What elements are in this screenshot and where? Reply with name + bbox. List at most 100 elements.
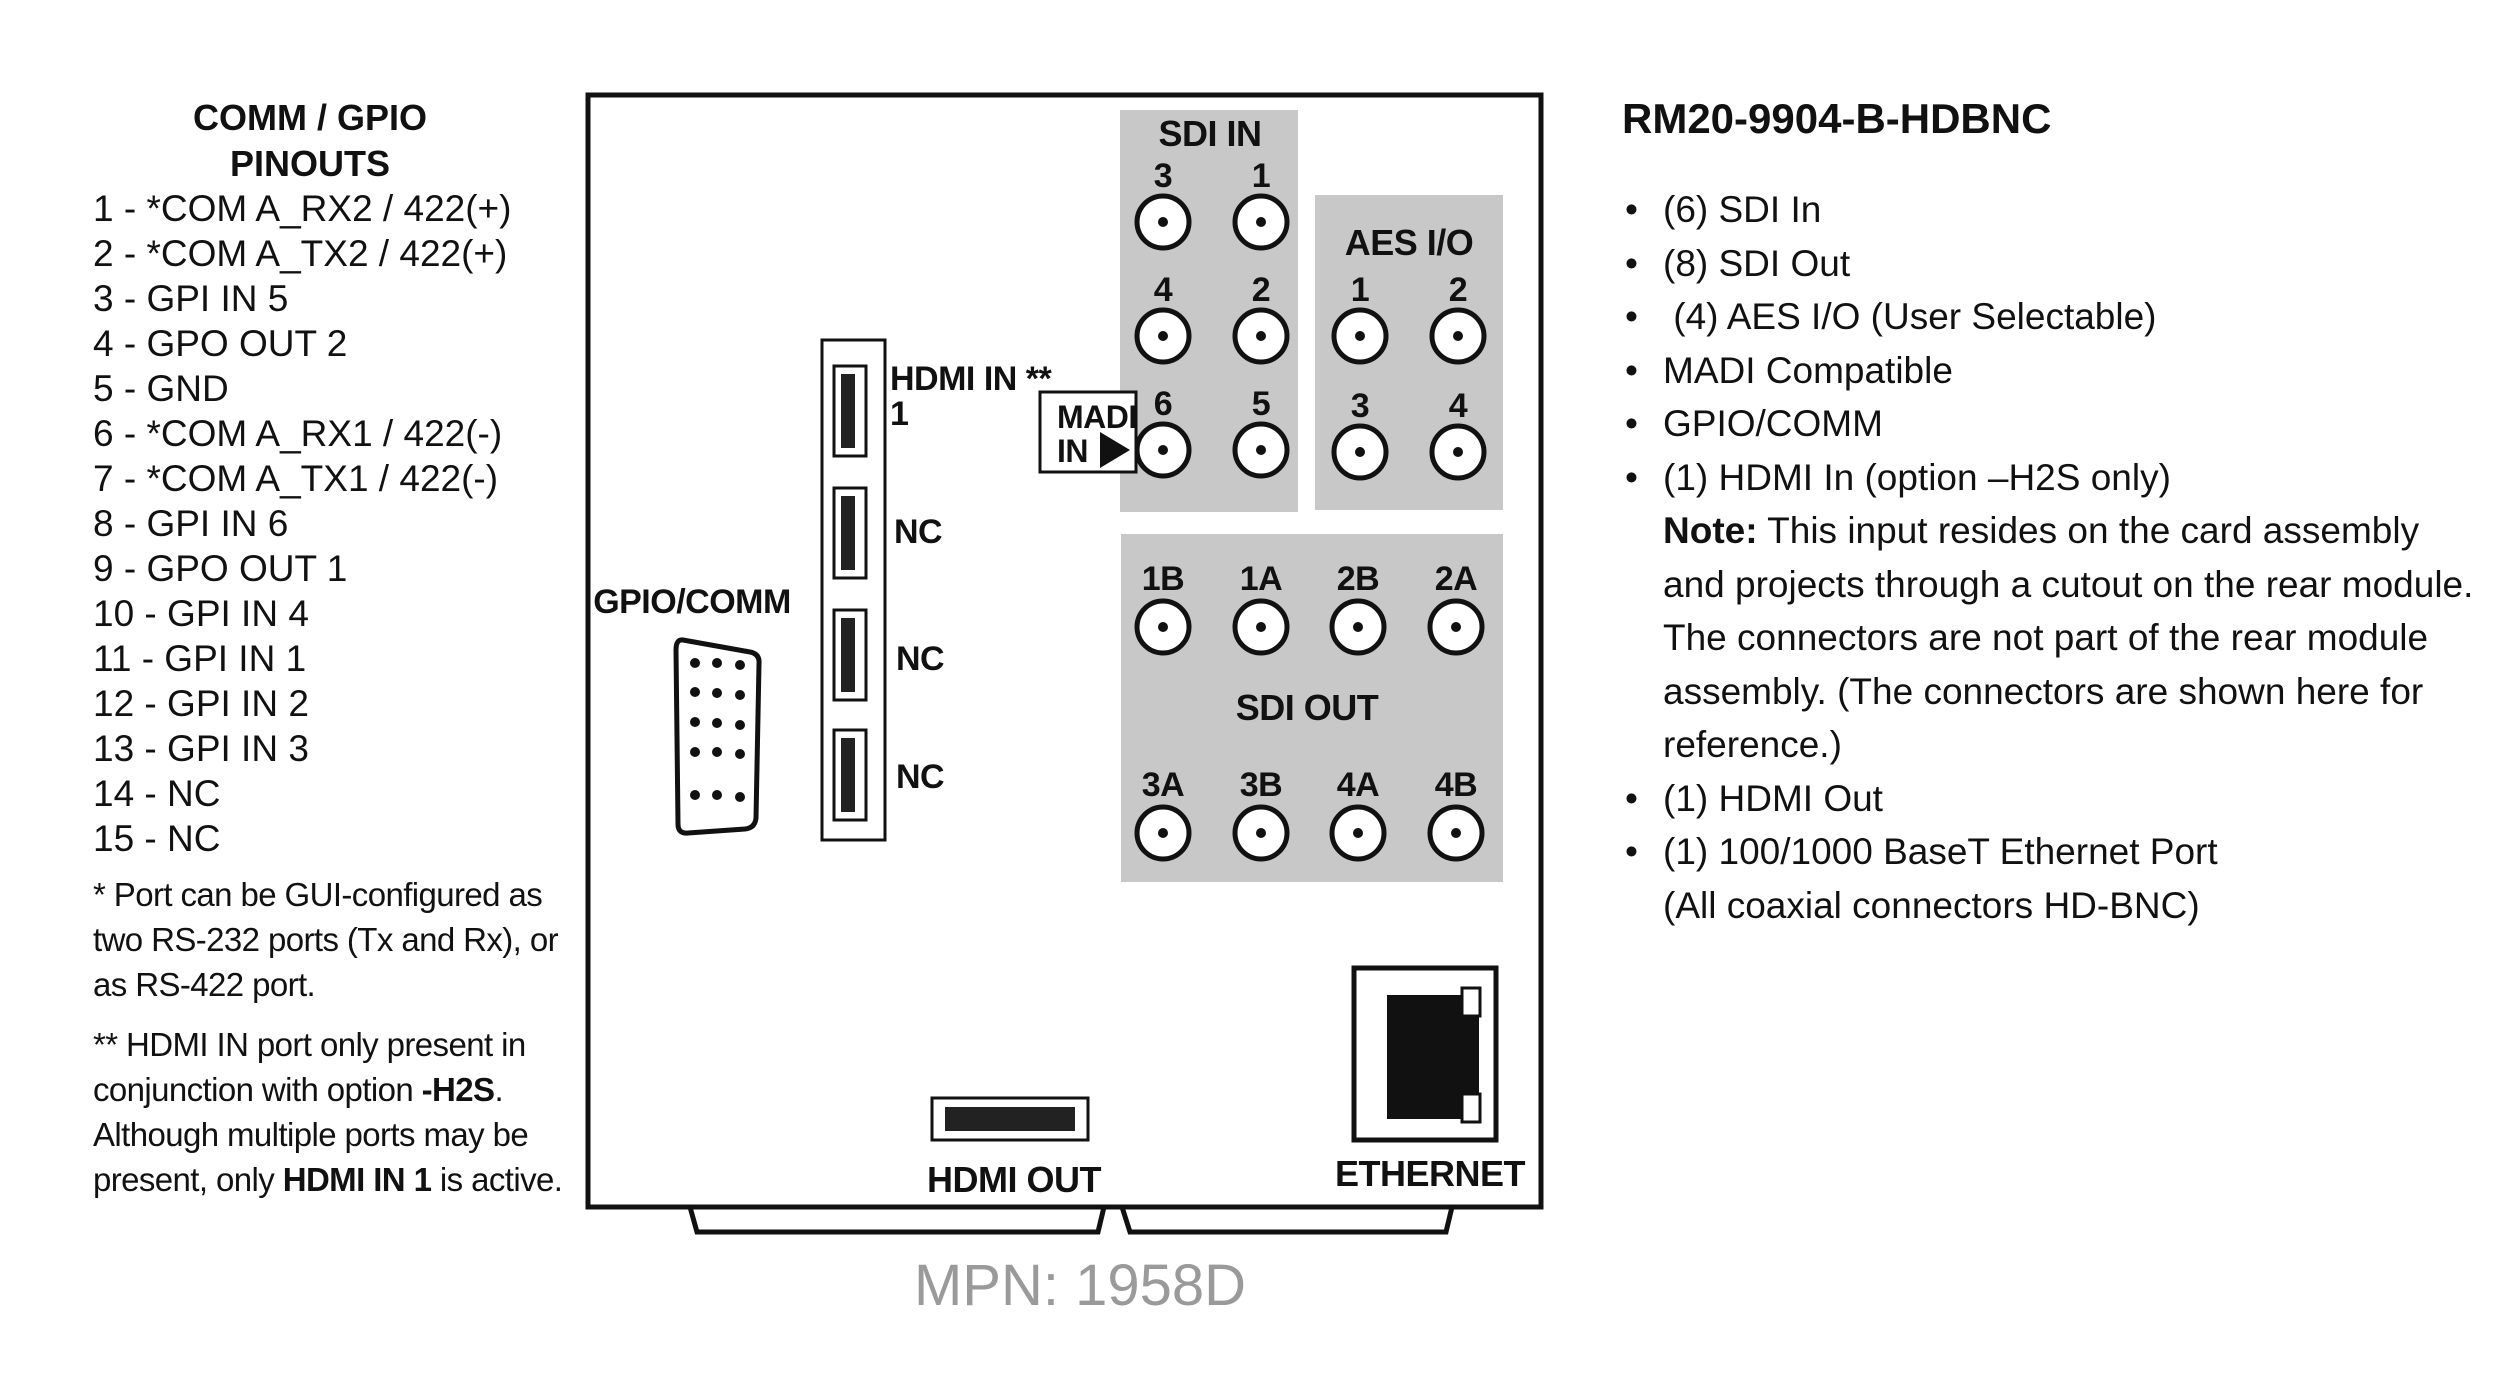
spec-item: (8) SDI Out — [1625, 237, 2485, 291]
ethernet-label: ETHERNET — [1335, 1153, 1526, 1194]
sdi-out-connector-label: 1B — [1142, 560, 1184, 598]
spec-item: MADI Compatible — [1625, 344, 2485, 398]
pinout-item: 11 - GPI IN 1 — [93, 638, 307, 679]
mpn-label: MPN: 1958D — [913, 1253, 1247, 1318]
sdi-out-connector: 4A — [1329, 766, 1387, 862]
madi-label-box — [1038, 390, 1138, 474]
sdi-in-connector-label: 5 — [1252, 385, 1270, 423]
hdmi-note-text: ** HDMI IN port only present in conjunct… — [93, 1026, 526, 1108]
hdmi-in-number: 1 — [890, 395, 908, 433]
pinouts-title: COMM / GPIO PINOUTS — [60, 95, 560, 187]
pinout-item: 4 - GPO OUT 2 — [93, 323, 348, 364]
sdi-out-connector: 1A — [1232, 560, 1290, 656]
gpio-comm-label: GPIO/COMM — [593, 583, 791, 621]
pinout-item: 9 - GPO OUT 1 — [93, 548, 348, 589]
sdi-out-connector: 4B — [1427, 766, 1485, 862]
aes-connectors: 1 2 3 4 — [1331, 271, 1487, 481]
pinout-item: 10 - GPI IN 4 — [93, 593, 309, 634]
pinout-list: 1 - *COM A_RX2 / 422(+) 2 - *COM A_TX2 /… — [93, 186, 511, 861]
spec-note-text: This input resides on the card assembly … — [1663, 510, 2474, 765]
madi-in-label: IN — [1057, 433, 1088, 469]
panel-rail-left — [687, 1206, 1107, 1235]
sdi-out-connector-label: 3B — [1240, 766, 1282, 804]
hdmi-out-label: HDMI OUT — [927, 1159, 1101, 1200]
pinout-item: 12 - GPI IN 2 — [93, 683, 309, 724]
sdi-in-connector-label: 2 — [1252, 271, 1270, 309]
sdi-in-connector: 3 — [1134, 157, 1192, 251]
pinouts-title-line2: PINOUTS — [229, 143, 390, 184]
sdi-out-connector: 2B — [1329, 560, 1387, 656]
sdi-in-connector: 2 — [1232, 271, 1290, 365]
spec-item: (1) HDMI Out — [1625, 772, 2485, 826]
pinout-item: 13 - GPI IN 3 — [93, 728, 309, 769]
aes-connector: 4 — [1429, 387, 1487, 481]
sdi-out-connector-label: 1A — [1240, 560, 1282, 598]
hdmi-in-note: ** HDMI IN port only present in conjunct… — [93, 1022, 593, 1202]
hdmi-in-port-3-slot — [841, 618, 855, 692]
pinout-item: 8 - GPI IN 6 — [93, 503, 289, 544]
sdi-in-connector: 4 — [1134, 271, 1192, 365]
aes-connector: 3 — [1331, 387, 1389, 481]
sdi-in-label: SDI IN — [1158, 113, 1261, 154]
pinout-item: 15 - NC — [93, 818, 221, 859]
ethernet-port — [1351, 965, 1499, 1143]
hdmi-in-port-4-slot — [841, 738, 855, 812]
pinout-item: 1 - *COM A_RX2 / 422(+) — [93, 188, 512, 229]
pinout-item: 3 - GPI IN 5 — [93, 278, 289, 319]
spec-item: (6) SDI In — [1625, 183, 2485, 237]
panel-rail-right — [1119, 1206, 1455, 1235]
hdmi-note-text: . Although multiple ports may be present… — [93, 1071, 529, 1198]
spec-note-label: Note: — [1663, 510, 1758, 551]
spec-item: (1) HDMI In (option –H2S only) — [1625, 451, 2485, 505]
sdi-out-connector: 3B — [1232, 766, 1290, 862]
sdi-out-connectors: 1B 1A 2B 2A 3A 3B 4A 4B — [1134, 560, 1485, 862]
hdmi-in-port-2-slot — [841, 496, 855, 570]
gpio-db15-connector — [673, 637, 762, 836]
spec-footer: (All coaxial connectors HD-BNC) — [1663, 884, 2200, 926]
pinout-item: 7 - *COM A_TX1 / 422(-) — [93, 458, 499, 499]
aes-connector-label: 4 — [1449, 387, 1468, 425]
sdi-in-connector-label: 4 — [1154, 271, 1173, 309]
sdi-in-connector-label: 3 — [1154, 157, 1172, 195]
aes-label: AES I/O — [1345, 222, 1474, 263]
pinout-item: 2 - *COM A_TX2 / 422(+) — [93, 233, 508, 274]
sdi-out-connector-label: 2A — [1435, 560, 1477, 598]
aes-connector: 2 — [1429, 271, 1487, 365]
nc-label-2: NC — [896, 640, 944, 678]
sdi-out-connector: 1B — [1134, 560, 1192, 656]
sdi-out-connector-label: 4B — [1435, 766, 1477, 804]
sdi-in-connector: 1 — [1232, 157, 1290, 251]
spec-list: (6) SDI In (8) SDI Out (4) AES I/O (User… — [1625, 183, 2485, 932]
sdi-out-connector: 3A — [1134, 766, 1192, 862]
pinouts-title-line1: COMM / GPIO — [193, 97, 427, 138]
sdi-out-connector-label: 3A — [1142, 766, 1184, 804]
sdi-in-connector-label: 6 — [1154, 385, 1172, 423]
sdi-out-connector-label: 2B — [1337, 560, 1379, 598]
spec-item: (4) AES I/O (User Selectable) — [1625, 290, 2485, 344]
nc-label-3: NC — [896, 758, 944, 796]
hdmi-out-slot — [945, 1107, 1075, 1131]
hdmi-in-label: HDMI IN ** — [890, 360, 1053, 398]
hdmi-in-column — [820, 338, 887, 842]
sdi-out-connector-label: 4A — [1337, 766, 1379, 804]
pinout-item: 6 - *COM A_RX1 / 422(-) — [93, 413, 503, 454]
sdi-out-connector: 2A — [1427, 560, 1485, 656]
sdi-in-connector: 6 — [1134, 385, 1192, 479]
model-title: RM20-9904-B-HDBNC — [1622, 95, 2052, 142]
aes-connector: 1 — [1331, 271, 1389, 365]
pinout-item: 5 - GND — [93, 368, 229, 409]
spec-item: (1) 100/1000 BaseT Ethernet Port — [1625, 825, 2485, 879]
sdi-out-label: SDI OUT — [1236, 687, 1379, 728]
spec-item: GPIO/COMM — [1625, 397, 2485, 451]
aes-connector-label: 3 — [1351, 387, 1369, 425]
aes-connector-label: 1 — [1351, 271, 1369, 309]
sdi-in-connector-label: 1 — [1252, 157, 1270, 195]
madi-arrow-icon — [1100, 432, 1130, 468]
hdmi-note-port: HDMI IN 1 — [282, 1161, 432, 1198]
madi-label: MADI — [1057, 399, 1137, 435]
hdmi-in-port-1-slot — [841, 374, 855, 448]
sdi-in-connector: 5 — [1232, 385, 1290, 479]
port-config-note: * Port can be GUI-configured as two RS-2… — [93, 876, 559, 1003]
pinout-item: 14 - NC — [93, 773, 221, 814]
